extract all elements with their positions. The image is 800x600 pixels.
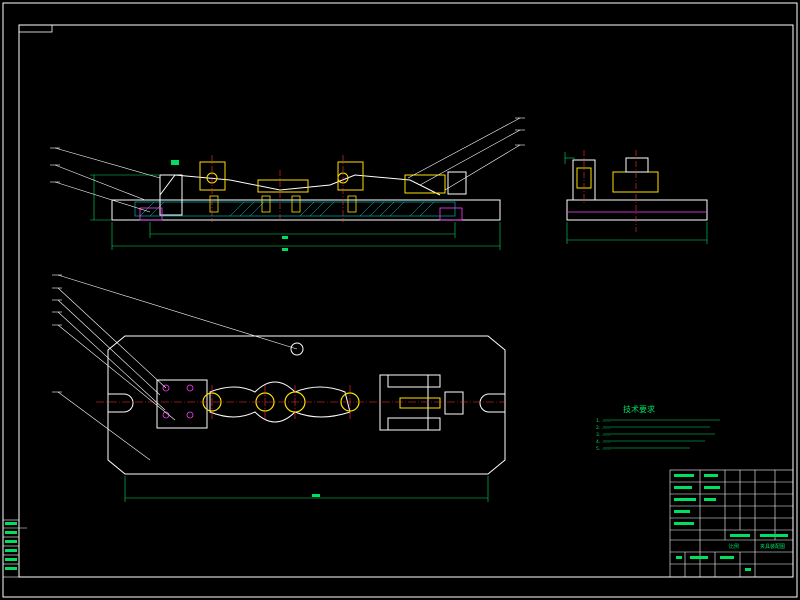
tech-requirements-lines: 1. …… 2. …… 3. …… 4. …… 5. …… [596,418,611,452]
title-block [669,469,794,578]
corner-tag [18,24,53,33]
front-view [90,155,501,251]
inner-border [18,24,794,578]
plan-view [96,335,506,502]
tech-requirement-line: 3. …… [596,432,611,438]
title-block-scale-label: 比例 [729,543,739,550]
plan-view-leaders [52,274,298,461]
title-block-fills [674,474,788,571]
tech-requirement-line: 4. …… [596,439,611,445]
front-view-leaders [50,117,525,213]
tech-requirements: 技术要求 1. …… 2. …… 3. …… 4. …… 5. …… [596,404,720,452]
title-block-drawing-name: 夹具装配图 [760,543,785,550]
tech-requirement-line: 5. …… [596,446,611,452]
left-margin-table [2,519,27,578]
tech-requirement-line: 1. …… [596,418,611,424]
tech-requirement-line: 2. …… [596,425,611,431]
side-view [564,150,708,244]
tech-requirements-title: 技术要求 [623,404,655,414]
